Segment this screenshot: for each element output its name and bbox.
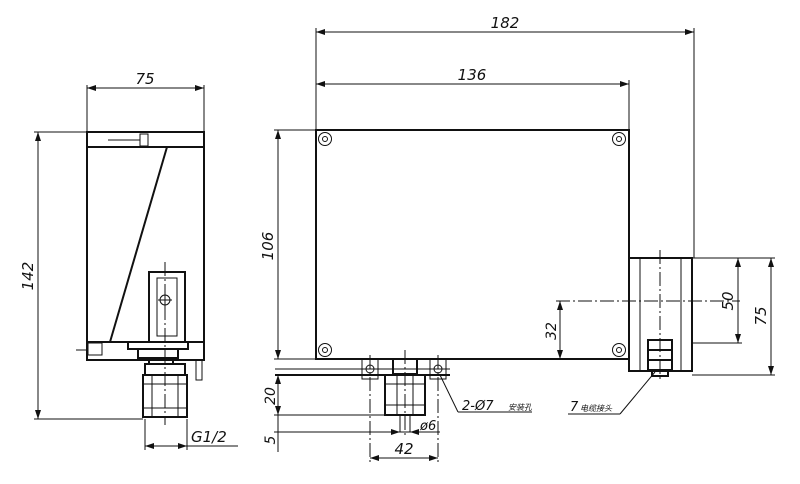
- side-body: [86, 131, 205, 361]
- callout-mounting-holes: 2-Ø7: [462, 399, 494, 414]
- side-bracket: [148, 271, 186, 343]
- dim-offset-5: 5: [263, 435, 279, 444]
- side-view: 75 142 G1/2: [19, 70, 238, 450]
- dim-spacing: 42: [394, 440, 413, 458]
- dim-thread: G1/2: [191, 428, 227, 446]
- dim-total-width: 182: [491, 14, 520, 32]
- dim-side-width: 75: [135, 70, 154, 88]
- dim-offset-20: 20: [263, 387, 279, 405]
- dim-bore: ø6: [419, 419, 436, 434]
- dim-side-height: 142: [19, 262, 37, 291]
- dim-gland-75: 75: [752, 306, 770, 325]
- dim-box-height: 106: [259, 232, 277, 261]
- callout-cable-gland: 7: [570, 400, 579, 415]
- dim-offset-32: 32: [544, 322, 560, 340]
- callout-cable-gland-note: 电缆接头: [580, 404, 613, 413]
- callout-mounting-holes-note: 安装孔: [508, 403, 533, 412]
- dim-gland-50: 50: [719, 291, 737, 310]
- dim-box-width: 136: [458, 66, 487, 84]
- front-view: 182 136 106 32 20 5 ø6: [259, 14, 775, 462]
- front-box: [315, 129, 630, 360]
